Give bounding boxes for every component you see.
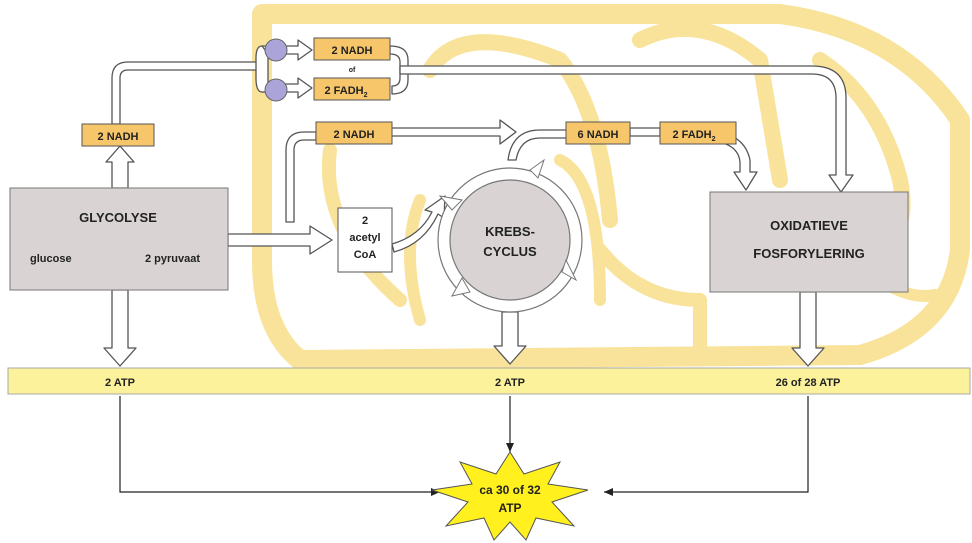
atp-glycolysis: 2 ATP: [105, 377, 135, 389]
shuttle-circle-bottom: [265, 79, 287, 101]
glycolysis-title: GLYCOLYSE: [79, 210, 157, 225]
or-label: of: [349, 67, 356, 74]
atp-oxphos: 26 of 28 ATP: [776, 377, 841, 389]
glycolysis-product: 2 pyruvaat: [145, 253, 200, 265]
acetyl-line3: CoA: [354, 249, 377, 261]
oxphos-line2: FOSFORYLERING: [753, 246, 864, 261]
fadh-top-label: 2 FADH2: [324, 85, 367, 99]
total-line1: ca 30 of 32: [479, 483, 541, 497]
nadh-left-label: 2 NADH: [98, 131, 139, 143]
atp-krebs: 2 ATP: [495, 377, 525, 389]
oxphos-box: [710, 192, 908, 292]
total-line2: ATP: [498, 501, 521, 515]
fadh-krebs-subscript: 2: [712, 136, 716, 143]
nadh-top-label: 2 NADH: [332, 45, 373, 57]
nadh-middle-label: 2 NADH: [334, 129, 375, 141]
total-connectors: [120, 396, 808, 492]
krebs-line1: KREBS-: [485, 224, 535, 239]
acetyl-line1: 2: [362, 215, 368, 227]
glycolysis-substrate: glucose: [30, 253, 72, 265]
fadh-top-subscript: 2: [364, 92, 368, 99]
fadh-krebs-label: 2 FADH2: [672, 129, 715, 143]
krebs-line2: CYCLUS: [483, 244, 537, 259]
nadh-krebs-label: 6 NADH: [578, 129, 619, 141]
acetyl-line2: acetyl: [349, 232, 380, 244]
shuttle-circle-top: [265, 39, 287, 61]
oxphos-line1: OXIDATIEVE: [770, 218, 848, 233]
glycolysis-box: [10, 188, 228, 290]
